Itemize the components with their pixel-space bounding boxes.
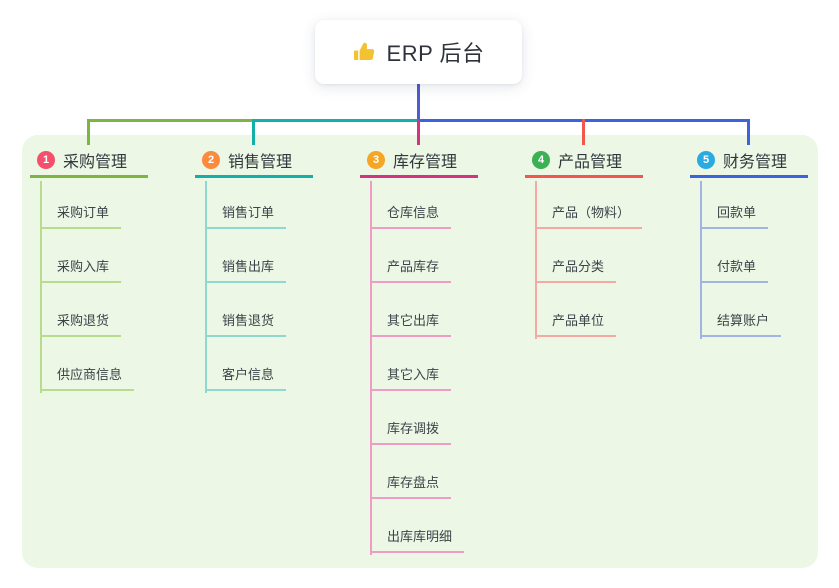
child-node[interactable]: 出库库明细 [370,525,465,553]
branch-node-3[interactable]: 3 库存管理 [360,145,478,178]
child-node-label: 采购入库 [57,259,110,274]
child-node[interactable]: 回款单 [700,201,769,229]
branch-drop-line-4 [582,119,585,145]
branch-node-1[interactable]: 1 采购管理 [30,145,148,178]
root-node[interactable]: ERP 后台 [315,20,522,84]
bus-segment-purchase [87,119,255,122]
thumbs-up-icon [353,40,377,64]
child-node-label: 产品（物料） [552,205,631,220]
child-node[interactable]: 采购入库 [40,255,122,283]
child-node-label: 销售退货 [222,313,275,328]
root-node-label: ERP 后台 [386,41,485,66]
child-node-label: 销售出库 [222,259,275,274]
child-node-label: 仓库信息 [387,205,440,220]
child-tree-line-3 [370,181,372,555]
branch-drop-line-2 [252,119,255,145]
branch-label: 采购管理 [63,154,128,171]
child-tree-line-5 [700,181,702,339]
child-node-label: 销售订单 [222,205,275,220]
branch-label: 销售管理 [228,154,293,171]
child-node[interactable]: 采购退货 [40,309,122,337]
child-node-label: 产品库存 [387,259,440,274]
child-node[interactable]: 销售退货 [205,309,287,337]
branch-node-2[interactable]: 2 销售管理 [195,145,313,178]
canvas-panel [22,135,818,568]
child-node-label: 产品单位 [552,313,605,328]
branch-badge-3: 3 [367,151,385,169]
child-node[interactable]: 其它入库 [370,363,452,391]
branch-drop-line-1 [87,119,90,145]
branch-badge-2: 2 [202,151,220,169]
child-node[interactable]: 销售订单 [205,201,287,229]
child-tree-line-4 [535,181,537,339]
child-node[interactable]: 客户信息 [205,363,287,391]
child-node[interactable]: 产品库存 [370,255,452,283]
child-node-label: 其它入库 [387,367,440,382]
branch-label: 产品管理 [558,154,623,171]
branch-badge-1: 1 [37,151,55,169]
child-node[interactable]: 产品（物料） [535,201,643,229]
child-node-label: 库存盘点 [387,475,440,490]
branch-label: 财务管理 [723,154,788,171]
branch-node-4[interactable]: 4 产品管理 [525,145,643,178]
branch-label: 库存管理 [393,154,458,171]
child-node[interactable]: 仓库信息 [370,201,452,229]
child-node[interactable]: 库存调拨 [370,417,452,445]
child-node[interactable]: 产品分类 [535,255,617,283]
child-node-label: 回款单 [717,205,757,220]
child-node[interactable]: 结算账户 [700,309,782,337]
child-node-label: 结算账户 [717,313,770,328]
child-node[interactable]: 其它出库 [370,309,452,337]
child-node-label: 采购退货 [57,313,110,328]
child-node[interactable]: 付款单 [700,255,769,283]
child-node-label: 库存调拨 [387,421,440,436]
branch-drop-line-5 [747,119,750,145]
child-tree-line-2 [205,181,207,393]
branch-badge-4: 4 [532,151,550,169]
branch-node-5[interactable]: 5 财务管理 [690,145,808,178]
child-tree-line-1 [40,181,42,393]
branch-drop-line-3 [417,119,420,145]
root-connector-line [416,84,420,122]
child-node-label: 出库库明细 [387,529,453,544]
child-node[interactable]: 供应商信息 [40,363,135,391]
child-node-label: 客户信息 [222,367,275,382]
child-node-label: 采购订单 [57,205,110,220]
child-node[interactable]: 销售出库 [205,255,287,283]
child-node[interactable]: 库存盘点 [370,471,452,499]
child-node[interactable]: 产品单位 [535,309,617,337]
child-node-label: 其它出库 [387,313,440,328]
child-node-label: 付款单 [717,259,757,274]
child-node-label: 产品分类 [552,259,605,274]
bus-segment-sales [252,119,418,122]
branch-badge-5: 5 [697,151,715,169]
child-node[interactable]: 采购订单 [40,201,122,229]
child-node-label: 供应商信息 [57,367,123,382]
